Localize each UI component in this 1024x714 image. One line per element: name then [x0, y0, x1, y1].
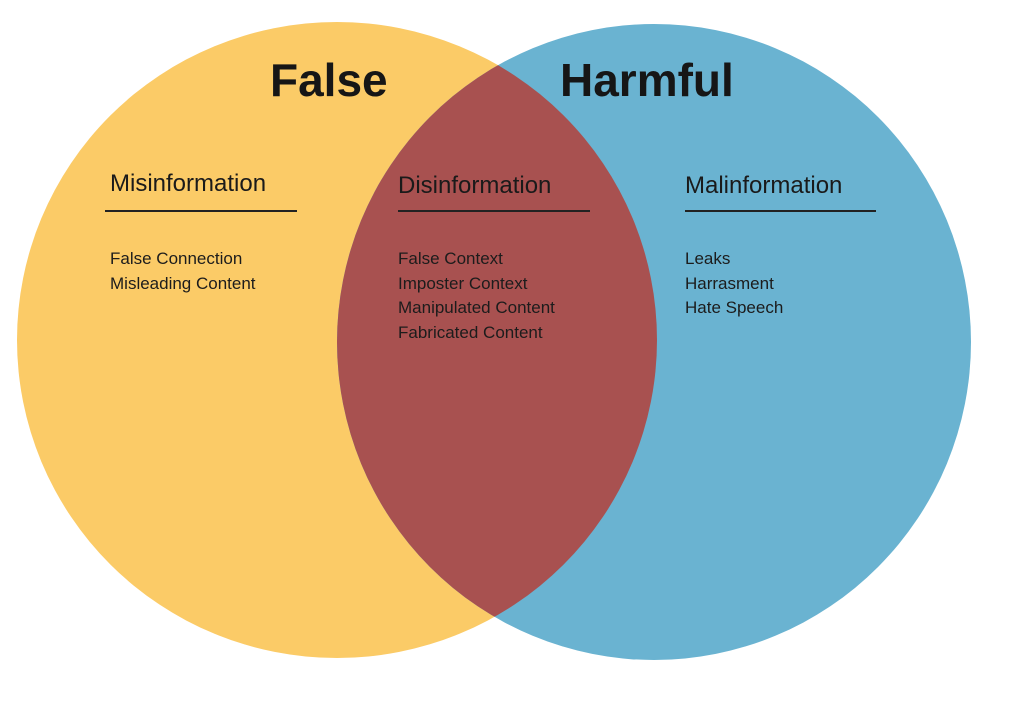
overlap-region [337, 24, 657, 658]
disinformation-list: False Context Imposter Context Manipulat… [398, 247, 555, 345]
disinformation-heading: Disinformation [398, 172, 552, 199]
list-item: Hate Speech [685, 298, 784, 317]
disinformation-underline [398, 210, 590, 212]
malinformation-heading: Malinformation [685, 172, 843, 199]
malinformation-list: Leaks Harrasment Hate Speech [685, 247, 783, 321]
misinformation-heading: Misinformation [110, 170, 267, 197]
misinformation-underline [105, 210, 297, 212]
list-item: Misleading Content [110, 273, 256, 293]
list-item: Imposter Context [398, 273, 528, 293]
list-item: False Connection [110, 249, 243, 268]
list-item: False Context [398, 249, 503, 268]
list-item: Leaks [685, 249, 731, 268]
false-title: False [270, 54, 388, 106]
harmful-title: Harmful [560, 54, 734, 106]
misinformation-list: False Connection Misleading Content [110, 247, 256, 296]
malinformation-underline [685, 210, 876, 212]
list-item: Fabricated Content [398, 322, 543, 342]
list-item: Manipulated Content [398, 298, 555, 317]
list-item: Harrasment [685, 273, 774, 293]
